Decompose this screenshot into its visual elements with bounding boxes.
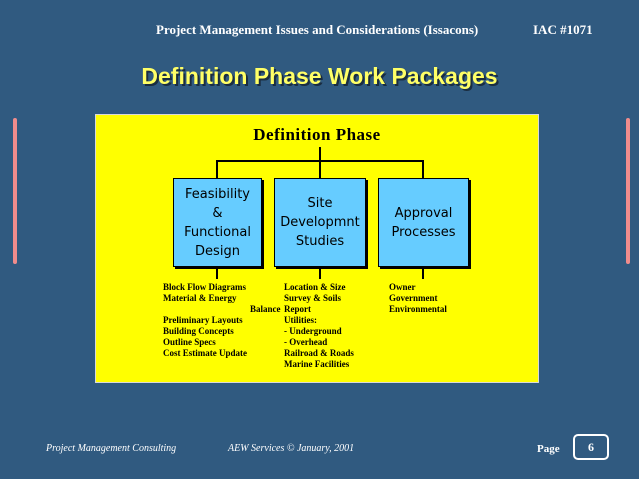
list-item: Report bbox=[284, 304, 311, 314]
list-item: Railroad & Roads bbox=[284, 348, 354, 358]
feasibility-box-label: Feasibility & Functional Design bbox=[184, 186, 251, 259]
footer-copyright: AEW Services © January, 2001 bbox=[228, 443, 355, 454]
header-title: Project Management Issues and Considerat… bbox=[156, 22, 479, 37]
page-number: 6 bbox=[588, 439, 594, 454]
list-item: Cost Estimate Update bbox=[163, 348, 247, 358]
list-item: Balance bbox=[250, 304, 281, 314]
branch-drop-2 bbox=[319, 160, 321, 178]
list-connector-3 bbox=[422, 267, 424, 279]
branch-drop-1 bbox=[216, 160, 218, 178]
header-code: IAC #1071 bbox=[533, 22, 593, 37]
approval-items: Owner Government Environmental bbox=[389, 282, 479, 315]
list-item: Marine Facilities bbox=[284, 359, 350, 369]
list-item: Outline Specs bbox=[163, 337, 216, 347]
list-item: Government bbox=[389, 293, 438, 303]
list-item: Utilities: bbox=[284, 315, 317, 325]
approval-processes-box: Approval Processes bbox=[378, 178, 469, 267]
diagram-root-label: Definition Phase bbox=[253, 125, 381, 144]
approval-processes-box-label: Approval Processes bbox=[391, 205, 456, 240]
list-connector-1 bbox=[216, 267, 218, 279]
list-item: Building Concepts bbox=[163, 326, 234, 336]
list-item: Owner bbox=[389, 282, 416, 292]
site-development-box: Site Developmnt Studies bbox=[274, 178, 366, 267]
branch-drop-3 bbox=[422, 160, 424, 178]
list-connector-2 bbox=[319, 267, 321, 279]
feasibility-box: Feasibility & Functional Design bbox=[173, 178, 262, 267]
list-item: Location & Size bbox=[284, 282, 346, 292]
page-label: Page bbox=[537, 443, 560, 455]
list-item: Survey & Soils bbox=[284, 293, 342, 303]
left-decor-bar bbox=[13, 118, 17, 264]
list-item: - Overhead bbox=[284, 337, 328, 347]
list-item: Environmental bbox=[389, 304, 447, 314]
list-item: Block Flow Diagrams bbox=[163, 282, 246, 292]
list-item: Material & Energy bbox=[163, 293, 237, 303]
site-development-box-label: Site Developmnt Studies bbox=[280, 196, 360, 249]
feasibility-items: Block Flow Diagrams Material & Energy Ba… bbox=[163, 282, 283, 359]
page-number-badge: 6 bbox=[573, 434, 609, 460]
list-item: Preliminary Layouts bbox=[163, 315, 243, 325]
definition-phase-diagram: Definition Phase Feasibility & Functiona… bbox=[95, 114, 539, 383]
root-connector bbox=[319, 147, 321, 161]
right-decor-bar bbox=[626, 118, 630, 264]
site-development-items: Location & Size Survey & Soils Report Ut… bbox=[284, 282, 384, 370]
list-item: - Underground bbox=[284, 326, 342, 336]
slide-title: Definition Phase Work Packages bbox=[141, 63, 498, 89]
footer-company: Project Management Consulting bbox=[46, 443, 177, 454]
